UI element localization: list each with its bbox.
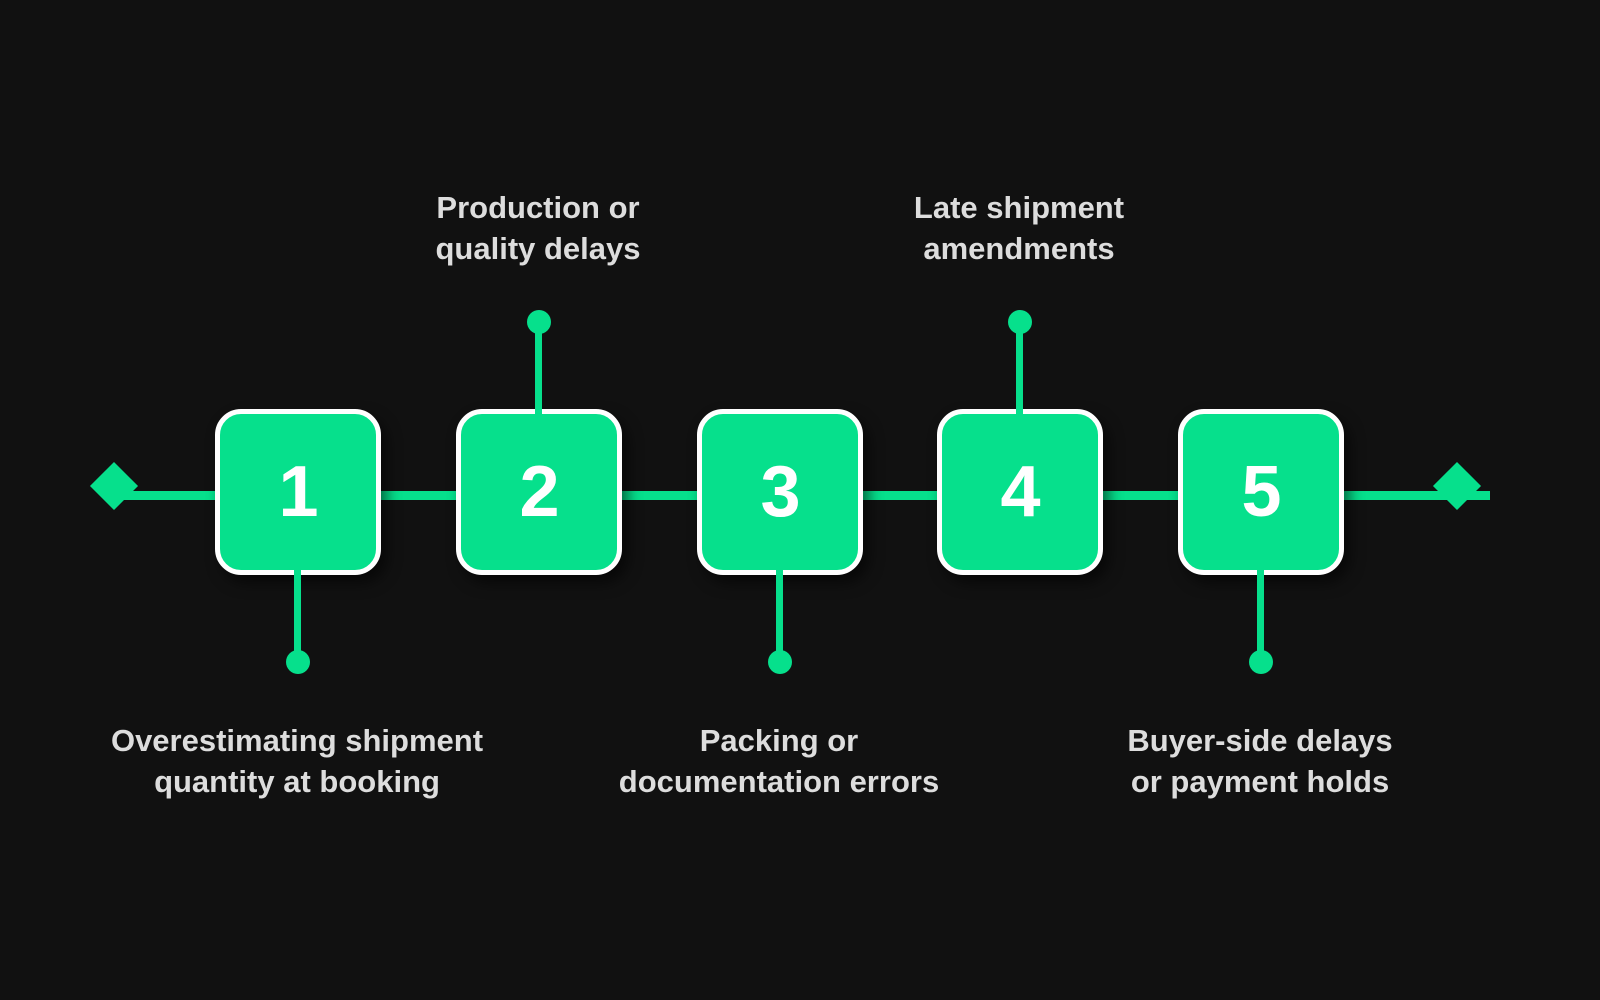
step-caption-1: Overestimating shipment quantity at book… (110, 723, 484, 800)
timeline-step-card-3[interactable]: 3 (697, 409, 863, 575)
step-number-4: 4 (1000, 452, 1040, 532)
step-number-1: 1 (278, 452, 318, 532)
step-number-2: 2 (519, 452, 559, 532)
timeline-step-card-1[interactable]: 1 (215, 409, 381, 575)
step-number-3: 3 (760, 452, 800, 532)
timeline-endcap-right-diamond-icon (1432, 461, 1482, 511)
step-caption-2: Production or quality delays (435, 190, 641, 267)
step-connector-dot-4 (1008, 310, 1032, 334)
step-connector-dot-2 (527, 310, 551, 334)
step-caption-4: Late shipment amendments (913, 190, 1125, 267)
step-connector-stem-3 (776, 562, 783, 662)
step-connector-stem-1 (294, 562, 301, 662)
timeline-step-card-4[interactable]: 4 (937, 409, 1103, 575)
timeline-step-card-5[interactable]: 5 (1178, 409, 1344, 575)
step-connector-stem-5 (1257, 562, 1264, 662)
step-caption-5: Buyer-side delays or payment holds (1127, 723, 1393, 800)
step-connector-stem-2 (535, 322, 542, 422)
step-number-5: 5 (1241, 452, 1281, 532)
step-connector-dot-1 (286, 650, 310, 674)
timeline-step-card-2[interactable]: 2 (456, 409, 622, 575)
timeline-endcap-left-diamond-icon (89, 461, 139, 511)
step-caption-3: Packing or documentation errors (618, 723, 940, 800)
step-connector-stem-4 (1016, 322, 1023, 422)
step-connector-dot-5 (1249, 650, 1273, 674)
step-connector-dot-3 (768, 650, 792, 674)
